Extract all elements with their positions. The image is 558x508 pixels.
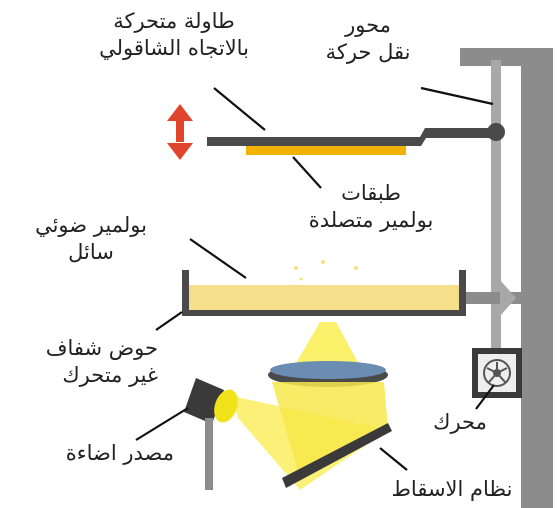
mirror-light-beam	[272, 382, 388, 478]
light-source-lamp	[184, 378, 238, 490]
leader-lines	[135, 86, 495, 471]
frame-top-bar	[460, 48, 550, 66]
build-platform	[207, 128, 491, 146]
label-vertical-table: طاولة متحركة بالاتجاه الشاقولي	[99, 9, 249, 60]
label-vat: حوض شفاف غير متحرك	[45, 336, 158, 387]
frame-lower	[521, 400, 553, 508]
fan-icon	[483, 359, 511, 387]
label-liquid-polymer: بولمير ضوئي سائل	[35, 213, 147, 264]
lens-top	[270, 361, 386, 379]
threaded-rod	[491, 60, 501, 380]
upper-light-beam	[292, 322, 362, 370]
label-light-source: مصدر اضاءة	[65, 441, 174, 465]
rod-nut	[487, 123, 505, 141]
vat-walls	[182, 270, 466, 316]
liquid-resin	[187, 285, 459, 310]
double-arrow-vertical-icon	[167, 104, 193, 160]
label-motor: محرك	[433, 410, 487, 434]
label-motion-axis: محور نقل حركة	[325, 13, 411, 64]
projection-mirror	[282, 423, 392, 488]
cured-layers	[246, 146, 406, 155]
vat-mount-bracket	[500, 280, 516, 316]
label-polymer-layers: طبقات بولمير متصلدة	[308, 181, 434, 232]
label-projection-system: نظام الاسقاط	[391, 477, 513, 501]
light-sparkles	[294, 260, 358, 281]
